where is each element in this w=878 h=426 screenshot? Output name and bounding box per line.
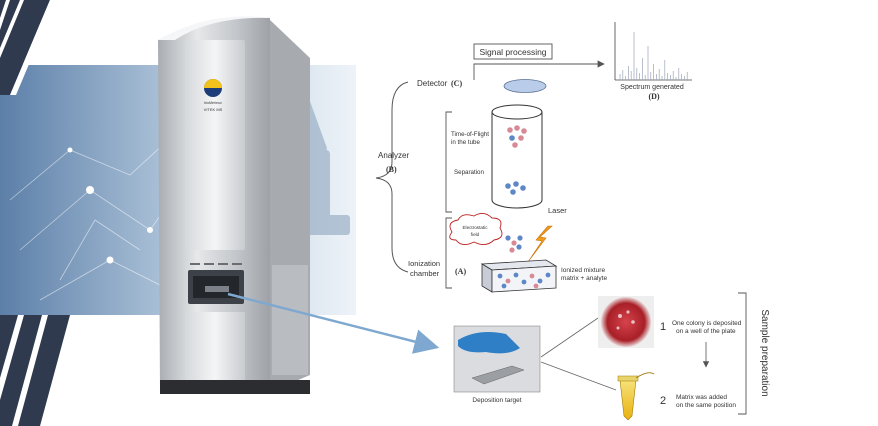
tof-label-line1: Time-of-Flight (451, 131, 489, 138)
deposition-target-photo: Deposition target (453, 325, 541, 404)
electrostatic-label-line2: field (471, 232, 480, 237)
analyzer-ref: (B) (386, 165, 397, 174)
step2-number: 2 (660, 395, 666, 407)
electrostatic-field-cloud: Electrostatic field (449, 213, 503, 245)
tof-label-line2: in the tube (451, 139, 480, 146)
electrostatic-label-line1: Electrostatic (462, 225, 488, 230)
ionized-mixture-line1: Ionized mixture (561, 267, 605, 274)
spectrum-label: Spectrum generated (620, 84, 684, 91)
stripe-decoration-bottom (0, 315, 70, 426)
spectrum-ref: (D) (648, 92, 659, 101)
instrument-illustration: bioMérieux VITEK MS (158, 16, 310, 394)
instrument-brand: bioMérieux (204, 101, 222, 105)
detector-plate (503, 79, 547, 93)
step1-line2: on a well of the plate (676, 328, 736, 335)
petri-dish-photo (598, 296, 654, 348)
separation-label: Separation (454, 169, 484, 176)
signal-processing-flow: Signal processing (473, 43, 605, 80)
pointer-arrow (227, 292, 440, 354)
deposition-target-label: Deposition target (472, 397, 521, 404)
analyzer-label: Analyzer (378, 151, 409, 160)
ionization-label-line2: chamber (410, 269, 440, 278)
ionization-ref: (A) (455, 267, 466, 276)
spectrum-plot: Spectrum generated (D) (614, 22, 692, 101)
detector-label: Detector (417, 79, 448, 88)
flight-tube (491, 104, 543, 209)
analyzer-brace (375, 81, 409, 273)
ionized-mixture-slab: Ionized mixture matrix + analyte (480, 259, 607, 293)
laser-label: Laser (548, 206, 567, 215)
step1-line1: One colony is deposited (672, 320, 742, 327)
signal-processing-box (473, 43, 553, 60)
laser-beam: Laser (527, 206, 567, 263)
instrument-model: VITEK MS (204, 107, 223, 112)
ionization-label-line1: Ionization (408, 259, 440, 268)
step2-line2: on the same position (676, 402, 736, 409)
ionized-mixture-line2: matrix + analyte (561, 275, 607, 282)
matrix-tube (617, 372, 655, 421)
step2-line1: Matrix was added (676, 394, 727, 401)
detector: Detector (C) (417, 79, 547, 93)
sample-prep-title: Sample preparation (759, 309, 770, 396)
detector-ref: (C) (451, 79, 462, 88)
signal-processing-label: Signal processing (479, 47, 546, 57)
stripe-decoration-top (0, 0, 56, 95)
step1-number: 1 (660, 321, 666, 333)
